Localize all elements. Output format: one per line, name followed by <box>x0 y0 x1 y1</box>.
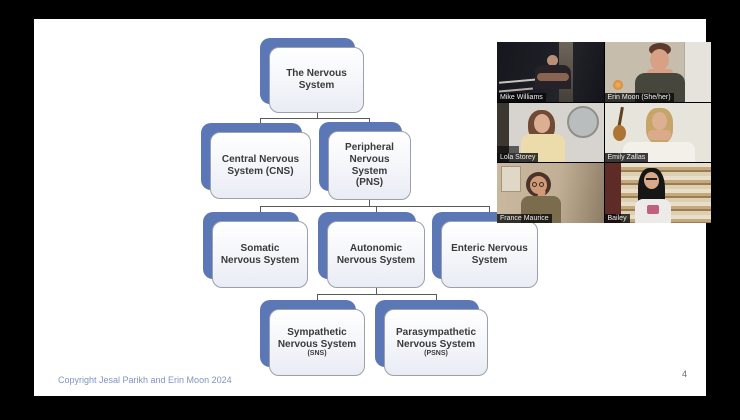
node-box: Autonomic Nervous System <box>327 221 425 288</box>
node-box: Sympathetic Nervous System (SNS) <box>269 309 365 376</box>
node-box: Peripheral Nervous System (PNS) <box>328 131 411 200</box>
node-somatic-nervous-system: Somatic Nervous System <box>203 212 308 288</box>
node-box: Parasympathetic Nervous System (PSNS) <box>384 309 488 376</box>
crossed-arms <box>537 73 569 81</box>
balcony-railing <box>498 78 540 84</box>
wall-poster <box>501 166 521 193</box>
participant-video-grid: Mike Williams Erin Moon (She/her) Lola S… <box>497 42 711 223</box>
page-number: 4 <box>682 369 688 379</box>
node-box: Central Nervous System (CNS) <box>210 132 311 199</box>
connector-line <box>369 200 370 207</box>
shirt-graphic <box>646 205 659 215</box>
video-tile-erin-moon[interactable]: Erin Moon (She/her) <box>604 42 711 102</box>
participant-name-label: Lola Storey <box>497 153 539 163</box>
connector-line <box>369 118 370 123</box>
node-label: Parasympathetic Nervous System <box>395 326 477 350</box>
participant-name-label: Emily Zallas <box>604 153 649 163</box>
glasses <box>539 182 544 188</box>
participant-name-label: France Maurice <box>497 214 552 223</box>
guitar-body <box>612 124 626 141</box>
red-door <box>604 163 621 223</box>
video-tile-emily-zallas[interactable]: Emily Zallas <box>604 102 711 163</box>
participant-name-label: Mike Williams <box>497 92 546 102</box>
video-tile-bailey[interactable]: Bailey <box>604 163 711 223</box>
participant-name-label: Erin Moon (She/her) <box>604 92 674 102</box>
node-enteric-nervous-system: Enteric Nervous System <box>432 212 538 288</box>
person-head <box>547 55 558 66</box>
video-tile-france-maurice[interactable]: France Maurice <box>497 163 604 223</box>
node-central-nervous-system: Central Nervous System (CNS) <box>201 123 311 199</box>
person-head <box>649 49 669 71</box>
person-head <box>651 111 667 130</box>
node-label: The Nervous System <box>286 68 347 91</box>
node-label: Autonomic Nervous System <box>336 242 416 266</box>
lamp <box>612 79 623 90</box>
node-label: Sympathetic Nervous System <box>277 326 357 350</box>
video-tile-mike-williams[interactable]: Mike Williams <box>497 42 604 102</box>
node-sublabel: (PSNS) <box>424 350 448 358</box>
connector-line <box>376 288 377 295</box>
video-tile-lola-storey[interactable]: Lola Storey <box>497 102 604 163</box>
person-shoulders <box>647 129 671 140</box>
node-sublabel: (SNS) <box>307 350 327 358</box>
node-autonomic-nervous-system: Autonomic Nervous System <box>318 212 425 288</box>
glasses <box>645 178 657 181</box>
person-head <box>534 113 550 133</box>
participant-name-label: Bailey <box>604 214 630 223</box>
connector-line <box>260 118 261 124</box>
node-label: Somatic Nervous System <box>220 242 300 266</box>
node-label: Enteric Nervous System <box>451 242 528 266</box>
copyright-text: Copyright Jesal Parikh and Erin Moon 202… <box>58 375 232 385</box>
connector-line <box>260 206 490 207</box>
partial-caption <box>497 146 519 154</box>
connector-line <box>260 206 261 213</box>
door <box>684 42 711 102</box>
connector-line <box>489 206 490 213</box>
connector-line <box>436 294 437 301</box>
node-box: Somatic Nervous System <box>212 221 308 288</box>
node-peripheral-nervous-system: Peripheral Nervous System (PNS) <box>319 122 411 200</box>
connector-line <box>317 112 318 119</box>
node-the-nervous-system: The Nervous System <box>260 38 364 113</box>
node-label: Peripheral Nervous System (PNS) <box>345 141 394 189</box>
node-label: Central Nervous System (CNS) <box>221 153 300 177</box>
node-sympathetic-nervous-system: Sympathetic Nervous System (SNS) <box>260 300 365 376</box>
connector-line <box>317 294 318 301</box>
node-box: Enteric Nervous System <box>441 221 538 288</box>
connector-line <box>260 118 370 119</box>
person-chest <box>646 69 673 76</box>
connector-line <box>376 206 377 213</box>
node-parasympathetic-nervous-system: Parasympathetic Nervous System (PSNS) <box>375 300 488 376</box>
connector-line <box>317 294 437 295</box>
node-box: The Nervous System <box>269 47 364 113</box>
glasses <box>532 182 537 188</box>
round-mirror <box>567 105 599 138</box>
